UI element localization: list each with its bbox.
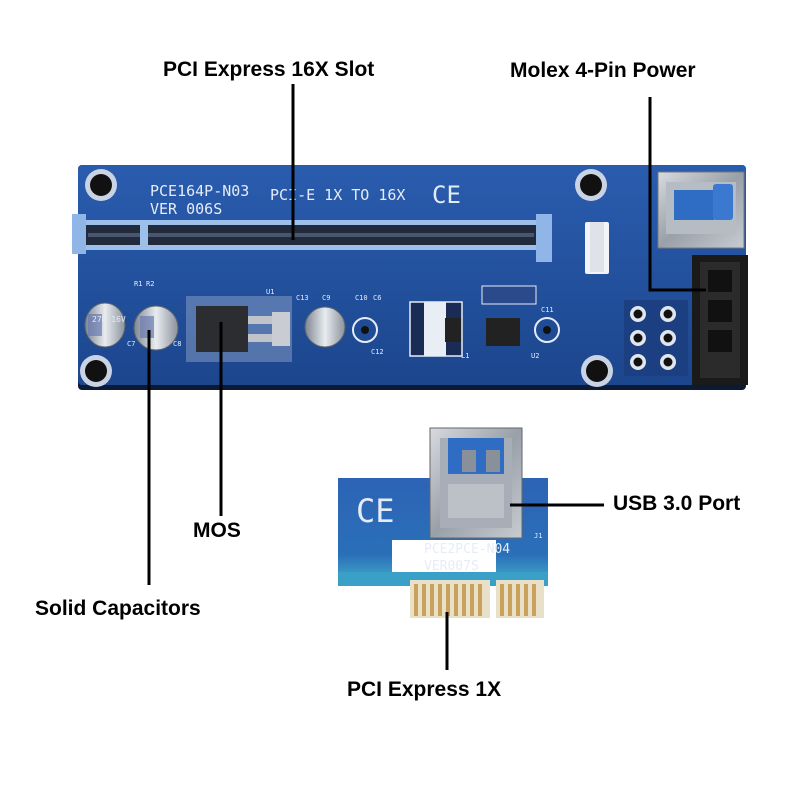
label-c6: C6 [373,294,381,302]
main-board-model: PCE164P-N03 [150,182,249,200]
label-c10: C10 [355,294,368,302]
pin-header [624,300,688,376]
label-c7: C7 [127,340,135,348]
adapter-ce-mark: CE [356,492,395,530]
label-c12: C12 [371,348,384,356]
label-usb-30-port: USB 3.0 Port [613,492,741,515]
capacitor-marking: 270 16V [92,315,126,324]
gold-fingers [410,580,544,618]
label-molex-4pin-power: Molex 4-Pin Power [510,59,696,82]
main-board-version: VER 006S [150,200,222,218]
label-c9: C9 [322,294,330,302]
label-u2: U2 [531,352,539,360]
main-board-ce-mark: CE [432,181,461,209]
adapter-version: VER007S [424,559,479,574]
inductor [409,301,463,357]
mounting-holes [80,169,613,387]
main-usb-receptacle [657,171,745,249]
label-c13: C13 [296,294,309,302]
adapter-board [338,427,548,618]
label-l1: L1 [461,352,469,360]
callout-lines [147,84,706,670]
ic-pads [481,285,537,305]
adapter-model: PCE2PCE-N04 [424,542,510,557]
label-c11: C11 [541,306,554,314]
label-r2: R2 [146,280,154,288]
capacitor-c9 [304,306,346,348]
ic-u2 [486,318,520,346]
pcie-16x-slot [72,214,609,274]
adapter-j1: J1 [534,532,542,540]
adapter-usb-port [429,427,523,539]
riser-board [72,165,748,390]
circuit-pads [352,317,560,343]
label-mos: MOS [193,519,241,542]
label-solid-capacitors: Solid Capacitors [35,597,201,620]
label-pci-express-16x-slot: PCI Express 16X Slot [163,58,375,81]
main-board-description: PCI-E 1X TO 16X [270,186,405,204]
mos-component [186,296,292,362]
label-r1: R1 [134,280,142,288]
label-u1: U1 [266,288,274,296]
label-pci-express-1x: PCI Express 1X [347,678,502,701]
label-c8: C8 [173,340,181,348]
molex-power-connector [692,255,748,385]
